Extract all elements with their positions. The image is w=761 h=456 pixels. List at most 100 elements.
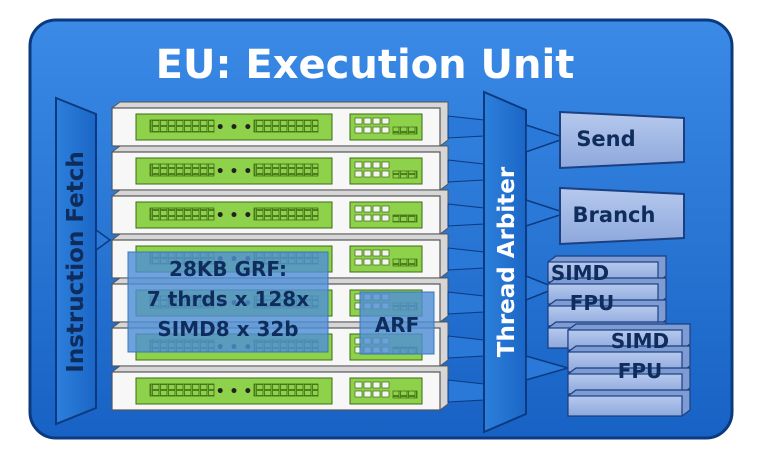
fpu-lane: [547, 255, 667, 283]
fetch-connector-arrow: [95, 228, 112, 252]
arf-cell: [372, 161, 381, 169]
arf-cell-wide: [392, 258, 418, 267]
arf-cell-wide: [392, 126, 418, 135]
arf-cell-wide: [392, 170, 418, 179]
slot-ellipsis: • • •: [216, 164, 253, 180]
thread-slot: • • •: [110, 189, 485, 235]
simd-fpu-1-line1: SIMD: [551, 261, 609, 285]
arf-cell: [381, 170, 390, 178]
arf-cell: [354, 258, 363, 266]
arbiter-fpu-arrow-2: [525, 355, 571, 381]
arbiter-fpu-arrow-1: [525, 274, 559, 302]
arf-cell: [381, 381, 390, 389]
slot-ellipsis: • • •: [216, 208, 253, 224]
arf-cell: [363, 381, 372, 389]
instruction-fetch-label: Instruction Fetch: [63, 151, 89, 372]
arf-cell: [381, 258, 390, 266]
arf-cell: [372, 258, 381, 266]
fpu-lane: [547, 277, 667, 305]
arf-cell: [372, 381, 381, 389]
arf-cell: [372, 205, 381, 213]
arf-cell: [354, 205, 363, 213]
arbiter-branch-arrow: [525, 198, 569, 228]
slot-connector: [447, 291, 485, 315]
arf-label: ARF: [375, 313, 420, 337]
thread-slot: • • •: [110, 365, 485, 411]
register-cells-right: [253, 163, 319, 177]
simd-fpu-1-line2: FPU: [570, 291, 615, 315]
arf-cell: [354, 126, 363, 134]
slot-connector: [447, 335, 485, 359]
branch-label: Branch: [573, 203, 656, 227]
register-cells-left: [149, 383, 215, 397]
thread-slot: • • •: [110, 101, 485, 147]
arf-cell: [363, 214, 372, 222]
arf-cell: [372, 214, 381, 222]
fpu-lane: [547, 299, 667, 327]
arf-cell: [372, 126, 381, 134]
thread-arbiter-block: [483, 90, 527, 434]
slot-ellipsis: • • •: [216, 384, 253, 400]
instruction-fetch-block: [55, 96, 97, 426]
arf-cell: [363, 390, 372, 398]
fpu-lane: [567, 389, 691, 417]
arf-cell: [354, 170, 363, 178]
arf-cell: [363, 126, 372, 134]
arf-cell: [354, 117, 363, 125]
slot-connector: [447, 203, 485, 227]
fpu-lane: [567, 323, 691, 351]
fpu-lane-face: [567, 395, 683, 417]
register-cells-left: [149, 207, 215, 221]
simd-fpu-stack-2: [567, 323, 691, 417]
simd-fpu-2-line2: FPU: [618, 359, 663, 383]
arf-cell: [363, 170, 372, 178]
grf-line-3: SIMD8 x 32b: [157, 317, 298, 341]
arf-cell: [363, 161, 372, 169]
send-unit: [559, 110, 685, 170]
register-cells-right: [253, 383, 319, 397]
register-cells-left: [149, 119, 215, 133]
eu-title: EU: Execution Unit: [156, 42, 575, 88]
slot-ellipsis: • • •: [216, 120, 253, 136]
register-cells-left: [149, 163, 215, 177]
arf-cell: [363, 249, 372, 257]
grf-overlay: [127, 251, 329, 353]
arf-cell: [354, 390, 363, 398]
arf-overlay: [359, 291, 435, 355]
send-label: Send: [576, 127, 635, 151]
arf-cell: [372, 249, 381, 257]
arf-cell: [372, 170, 381, 178]
grf-line-1: 28KB GRF:: [169, 257, 287, 281]
arf-cell: [381, 161, 390, 169]
simd-fpu-2-line1: SIMD: [611, 329, 669, 353]
arf-cell: [381, 390, 390, 398]
arf-cell: [354, 161, 363, 169]
slot-connector: [447, 379, 485, 403]
register-cells-right: [253, 207, 319, 221]
arf-cell: [381, 126, 390, 134]
register-cells-right: [253, 119, 319, 133]
arf-cell: [354, 249, 363, 257]
branch-unit: [559, 186, 685, 246]
slot-connector: [447, 159, 485, 183]
arf-cell-wide: [392, 214, 418, 223]
slot-connector: [447, 247, 485, 271]
arf-cell: [381, 214, 390, 222]
arf-cell-wide: [392, 390, 418, 399]
arf-cell: [363, 117, 372, 125]
arbiter-send-arrow: [525, 123, 569, 154]
arf-cell: [381, 205, 390, 213]
thread-slot: • • •: [110, 145, 485, 191]
arf-cell: [363, 205, 372, 213]
arf-cell: [381, 117, 390, 125]
arf-cell: [372, 390, 381, 398]
arf-cell: [354, 381, 363, 389]
arf-cell: [363, 258, 372, 266]
arf-cell: [372, 117, 381, 125]
thread-arbiter-label: Thread Arbiter: [494, 166, 520, 357]
slot-connector: [447, 115, 485, 139]
grf-line-2: 7 thrds x 128x: [147, 287, 309, 311]
arf-cell: [381, 249, 390, 257]
